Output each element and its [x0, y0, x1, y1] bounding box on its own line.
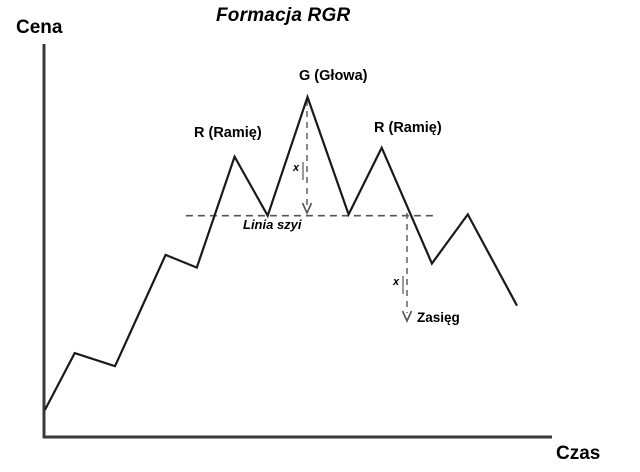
right-shoulder-label: R (Ramię) [374, 120, 442, 136]
y-axis-title: Cena [16, 17, 63, 38]
left-shoulder-label: R (Ramię) [194, 125, 262, 141]
x-axis-title: Czas [556, 443, 601, 464]
head-label: G (Głowa) [299, 68, 368, 84]
target-label: Zasięg [417, 310, 460, 325]
target-measure-arrowhead [401, 310, 413, 323]
chart-title: Formacja RGR [216, 5, 351, 26]
head-measure-arrowhead [301, 202, 313, 215]
target-measure-label: x [393, 276, 400, 288]
neckline-label: Linia szyi [243, 217, 302, 232]
price-polyline [43, 93, 518, 411]
head-measure-label: x [293, 162, 300, 174]
